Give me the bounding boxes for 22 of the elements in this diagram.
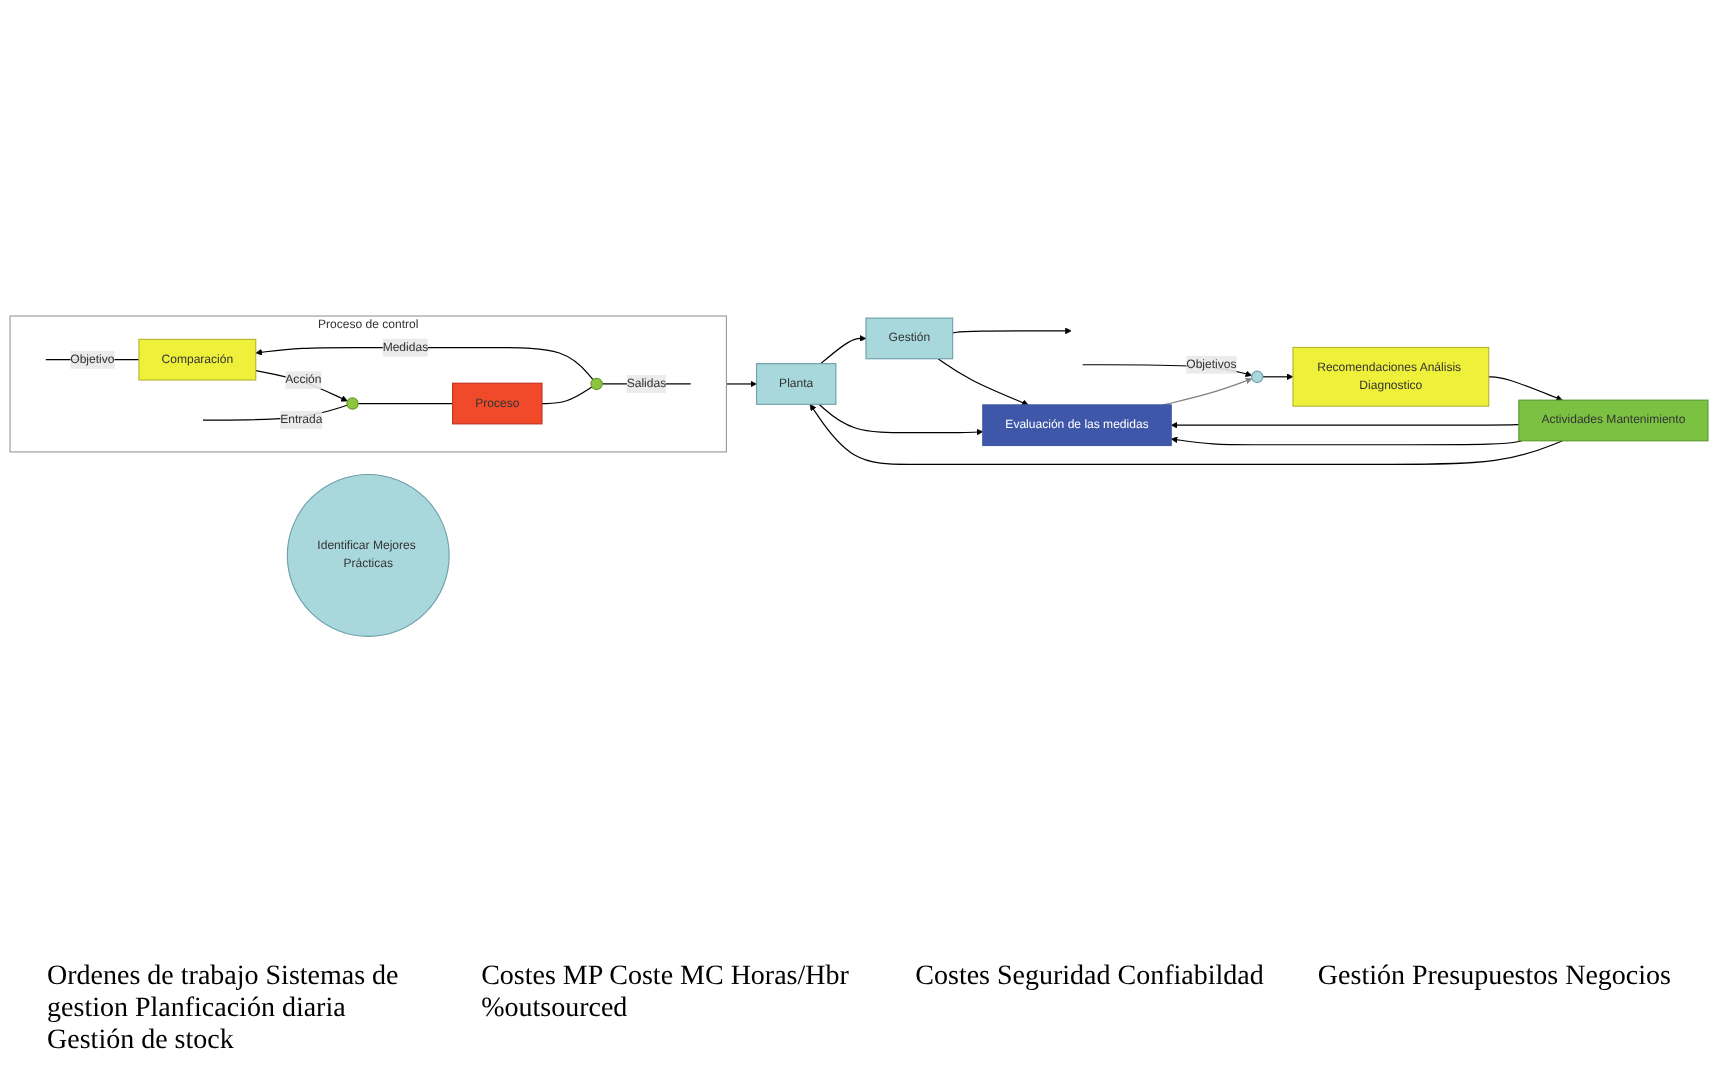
node-circle bbox=[590, 378, 603, 391]
arrow bbox=[1262, 374, 1294, 381]
note-text: Costes MP Coste MC Horas/Hbr %outsourced bbox=[481, 962, 851, 1028]
node-circle bbox=[1251, 371, 1264, 384]
arrow bbox=[809, 404, 1564, 466]
arrow bbox=[1162, 378, 1253, 407]
note-text: Gestión Presupuestos Negocios bbox=[1317, 962, 1671, 996]
arrow bbox=[1170, 437, 1523, 447]
arrow bbox=[1488, 377, 1563, 402]
arrow bbox=[952, 328, 1072, 335]
arrow bbox=[820, 335, 867, 366]
note-text: Costes Seguridad Confiabildad bbox=[915, 962, 1264, 996]
connector bbox=[541, 387, 593, 405]
arrow bbox=[255, 347, 594, 382]
node-circle bbox=[346, 398, 359, 411]
arrow bbox=[937, 358, 1029, 407]
arrow bbox=[1170, 422, 1520, 430]
connector bbox=[357, 403, 454, 405]
arrow bbox=[818, 404, 984, 437]
arrow bbox=[255, 370, 348, 403]
arrow bbox=[725, 381, 757, 389]
note-text: Ordenes de trabajo Sistemas de gestion Planficación diaria Gestión de stock bbox=[47, 962, 401, 1058]
